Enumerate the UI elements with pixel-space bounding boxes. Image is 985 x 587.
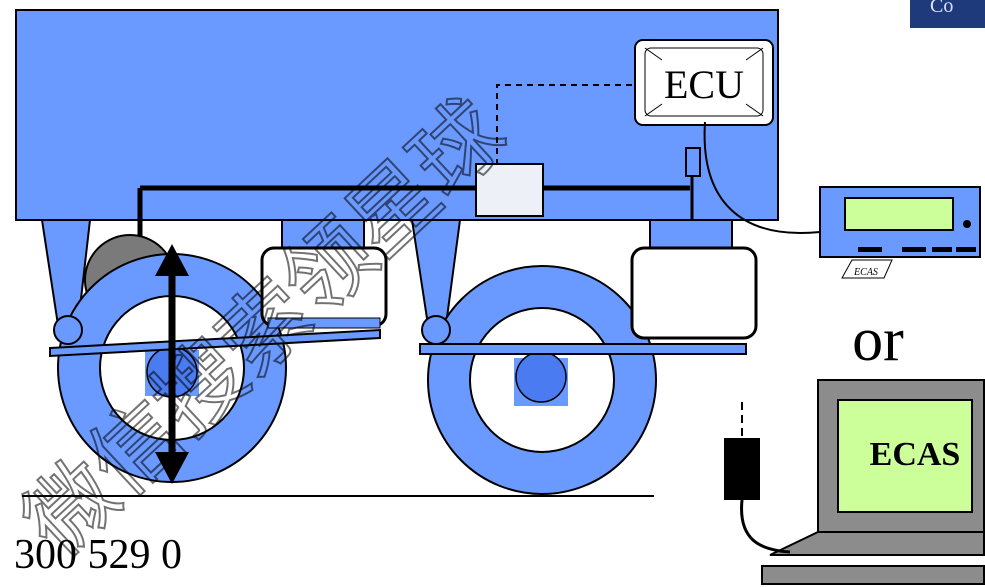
ecu-unit: ECU xyxy=(634,39,774,126)
plug-icon xyxy=(724,402,791,554)
solenoid-valve xyxy=(475,163,544,217)
logo-text: Co xyxy=(930,0,953,17)
left-axle-beam xyxy=(49,328,381,358)
remote-label: ECAS xyxy=(853,267,878,278)
remote-control-icon[interactable]: ECAS xyxy=(819,186,981,279)
ecu-cable xyxy=(703,121,821,234)
laptop-label: ECAS xyxy=(870,436,961,473)
right-wheel xyxy=(427,265,657,495)
height-sensor xyxy=(685,147,701,177)
right-axle-beam xyxy=(419,343,747,355)
or-label: or xyxy=(852,306,904,374)
part-number: 300 529 0 xyxy=(14,532,182,578)
height-arrow xyxy=(155,244,189,484)
signal-line xyxy=(496,84,640,165)
brand-logo: Co xyxy=(910,0,985,28)
air-bellow-left xyxy=(260,246,388,329)
air-bellow-right xyxy=(630,246,758,340)
ecu-label: ECU xyxy=(664,62,744,107)
laptop-icon[interactable]: ECAS xyxy=(761,379,985,585)
